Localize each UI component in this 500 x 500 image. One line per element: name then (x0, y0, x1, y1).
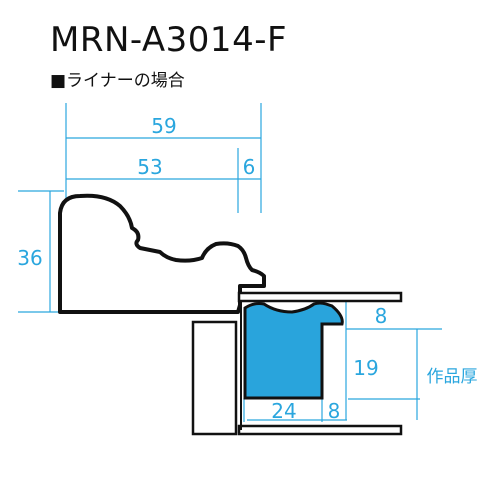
dimension-height: 36 (17, 246, 42, 270)
dimension-lip-width: 6 (243, 155, 256, 179)
dimension-total-width: 59 (151, 114, 176, 138)
glass-top-bar (237, 291, 403, 303)
back-rail (191, 320, 238, 436)
dimension-liner-lip: 8 (328, 399, 341, 423)
dimension-liner-top: 8 (375, 304, 388, 328)
dimension-liner-width: 24 (271, 399, 296, 423)
model-number: MRN-A3014-F (50, 20, 288, 60)
liner-case-heading: ■ライナーの場合 (50, 71, 185, 91)
dimension-artwork-thickness: 作品厚 (427, 367, 478, 387)
dimension-lines (18, 103, 442, 422)
dimension-liner-depth: 19 (353, 356, 378, 380)
glass-bottom-bar (237, 424, 403, 436)
liner-profile (243, 301, 344, 400)
frame-profile-outline (58, 193, 266, 314)
dimension-frame-width: 53 (137, 155, 162, 179)
